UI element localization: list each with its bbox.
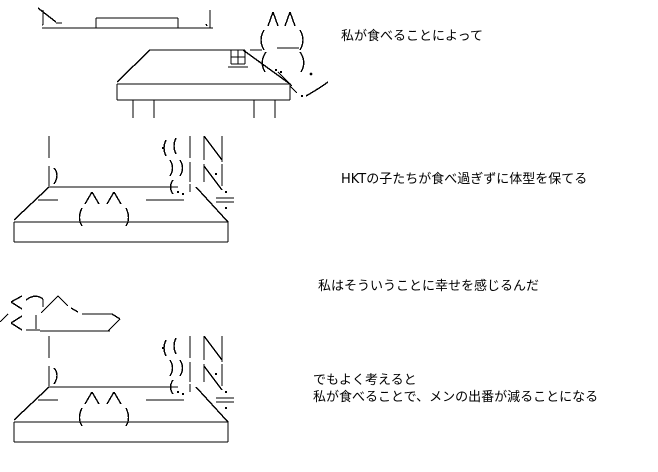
dialogue-text-4: でもよく考えると 私が食べることで、メンの出番が減ることになる: [313, 373, 599, 405]
aa-art-cat-lying-on-table-with-steam: [13, 135, 234, 243]
dialogue-text-3: 私はそういうことに幸せを感じるんだ: [318, 279, 540, 294]
aa-art-cat-at-table-with-teacup: [37, 7, 329, 118]
aa-art-sleeping-cat-on-table-with-steam: [0, 295, 234, 443]
dialogue-text-2: HKTの子たちが食べ過ぎずに体型を保てる: [341, 172, 588, 187]
dialogue-text-1: 私が食べることによって: [341, 29, 483, 44]
